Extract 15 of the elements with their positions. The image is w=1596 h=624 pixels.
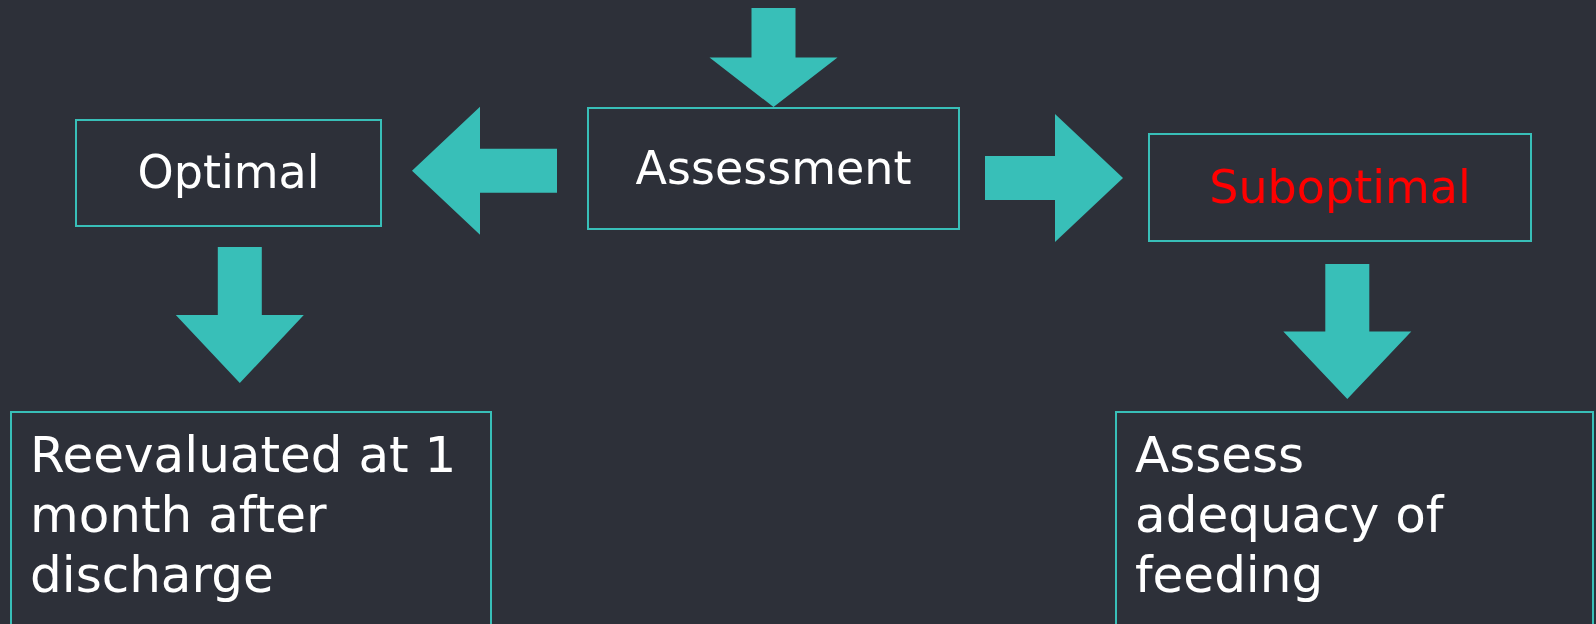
process-box	[1148, 133, 1532, 242]
box-label: Reevaluated at 1 month after discharge	[30, 425, 458, 605]
box-label: Suboptimal	[1209, 159, 1471, 216]
process-box	[75, 119, 382, 227]
process-box	[1115, 411, 1594, 624]
box-label: Assess adequacy of feeding	[1135, 425, 1446, 605]
block-arrow	[175, 247, 304, 383]
block-arrow	[412, 106, 557, 235]
box-label: Assessment	[635, 140, 912, 197]
box-label: Optimal	[137, 145, 320, 201]
process-box	[587, 107, 960, 230]
block-arrow	[985, 114, 1123, 242]
process-box	[10, 411, 492, 624]
block-arrow	[1283, 264, 1412, 399]
block-arrow	[709, 8, 838, 107]
